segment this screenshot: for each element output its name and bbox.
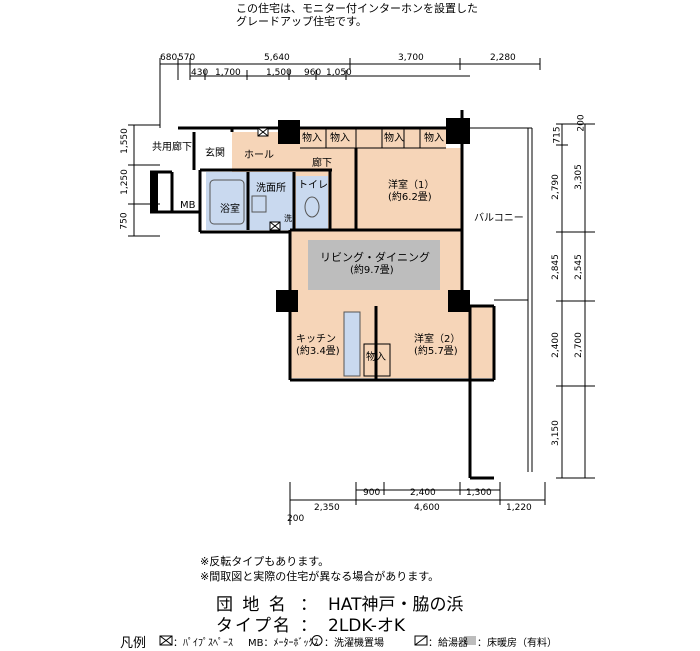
label-bedroom2: 洋室（2） bbox=[414, 334, 461, 345]
label-toilet: トイレ bbox=[298, 180, 328, 191]
dim-bottom-1300: 1,300 bbox=[466, 488, 492, 498]
dim-top-1500: 1,500 bbox=[266, 68, 292, 78]
dim-bottom-200: 200 bbox=[287, 514, 305, 524]
legend-mb: MB：ﾒｰﾀｰﾎﾞｯｸｽ bbox=[248, 638, 319, 649]
label-balcony: バルコニー bbox=[474, 213, 524, 224]
label-hall: ホール bbox=[244, 150, 274, 161]
type-sep: ： bbox=[300, 616, 319, 636]
right-dimension-lines bbox=[556, 123, 595, 479]
dim-left-1550: 1,550 bbox=[119, 128, 130, 154]
label-washroom: 洗面所 bbox=[256, 183, 286, 194]
label-mb: MB bbox=[180, 200, 196, 211]
dim-top-680: 680 bbox=[160, 53, 178, 63]
estate-sep: ： bbox=[300, 595, 319, 615]
label-storage-1: 物入 bbox=[302, 133, 322, 144]
label-storage-4: 物入 bbox=[424, 133, 444, 144]
dim-right-200: 200 bbox=[576, 114, 587, 132]
label-bath: 浴室 bbox=[220, 204, 240, 215]
dim-top-430: 430 bbox=[191, 68, 209, 78]
label-entrance: 玄関 bbox=[205, 148, 225, 159]
dim-left-1250: 1,250 bbox=[119, 169, 130, 195]
label-common-corridor: 共用廊下 bbox=[152, 142, 192, 153]
estate-label: 団 地 名 bbox=[216, 595, 288, 615]
top-note-line1: この住宅は、モニター付インターホンを設置した bbox=[236, 2, 478, 15]
dim-bottom-2400: 2,400 bbox=[410, 488, 436, 498]
dim-right-2845: 2,845 bbox=[550, 254, 561, 280]
label-living-size: (約9.7畳) bbox=[350, 265, 394, 276]
legend-floor-heat: ：床暖房（有料） bbox=[477, 638, 557, 649]
dim-bottom-2350: 2,350 bbox=[314, 503, 340, 513]
legend-title: 凡例 bbox=[120, 636, 147, 651]
label-bedroom1-size: (約6.2畳) bbox=[388, 192, 432, 203]
pipe-space-marks bbox=[257, 127, 281, 231]
type-label: タイプ名 bbox=[216, 616, 292, 636]
dim-top-2280: 2,280 bbox=[490, 53, 516, 63]
storage-dividers bbox=[300, 128, 446, 377]
label-kitchen: キッチン bbox=[296, 334, 336, 345]
dim-bottom-900: 900 bbox=[363, 488, 381, 498]
type-value: 2LDK-オK bbox=[328, 616, 406, 636]
top-note-line2: グレードアップ住宅です。 bbox=[236, 15, 367, 28]
dim-right-2400: 2,400 bbox=[550, 332, 561, 358]
floor-heating-area bbox=[308, 240, 440, 290]
label-storage-2: 物入 bbox=[330, 133, 350, 144]
label-kitchen-size: (約3.4畳) bbox=[296, 346, 340, 357]
label-bedroom1: 洋室（1） bbox=[388, 180, 435, 191]
top-dimension-lines bbox=[159, 58, 541, 128]
label-bedroom2-size: (約5.7畳) bbox=[414, 346, 458, 357]
dim-top-960: 960 bbox=[304, 68, 322, 78]
dim-top-1700: 1,700 bbox=[215, 68, 241, 78]
bath-fixtures bbox=[209, 179, 361, 377]
dim-bottom-1220: 1,220 bbox=[506, 503, 532, 513]
label-storage-5: 物入 bbox=[366, 352, 386, 363]
note-plan-differs: ※間取図と実際の住宅が異なる場合があります。 bbox=[200, 570, 440, 583]
dim-top-5640: 5,640 bbox=[264, 53, 290, 63]
note-reverse-type: ※反転タイプもあります。 bbox=[200, 555, 330, 568]
washer-mark: 洗 bbox=[284, 214, 292, 223]
estate-value: HAT神戸・脇の浜 bbox=[328, 595, 464, 615]
balcony-rail bbox=[462, 127, 533, 472]
dim-right-2545: 2,545 bbox=[573, 254, 584, 280]
dim-right-3150: 3,150 bbox=[550, 420, 561, 446]
legend-heater: ：給湯器 bbox=[428, 638, 468, 649]
bottom-dimension-lines bbox=[289, 482, 546, 525]
dim-left-750: 750 bbox=[119, 212, 130, 230]
dim-bottom-4600: 4,600 bbox=[414, 503, 440, 513]
structural-columns bbox=[150, 118, 470, 312]
dim-top-3700: 3,700 bbox=[398, 53, 424, 63]
dim-right-3305: 3,305 bbox=[573, 164, 584, 190]
dim-top-1050: 1,050 bbox=[326, 68, 352, 78]
dim-top-570: 570 bbox=[178, 53, 196, 63]
legend-washer: ：洗濯機置場 bbox=[324, 638, 384, 649]
dim-right-2790: 2,790 bbox=[550, 174, 561, 200]
label-living: リビング・ダイニング bbox=[320, 251, 430, 264]
label-storage-3: 物入 bbox=[384, 133, 404, 144]
label-corridor: 廊下 bbox=[312, 158, 332, 169]
dim-right-715: 715 bbox=[552, 126, 563, 144]
dim-right-2700: 2,700 bbox=[573, 332, 584, 358]
legend-pipe: ：ﾊﾟｲﾌﾟｽﾍﾟｰｽ bbox=[173, 638, 233, 649]
